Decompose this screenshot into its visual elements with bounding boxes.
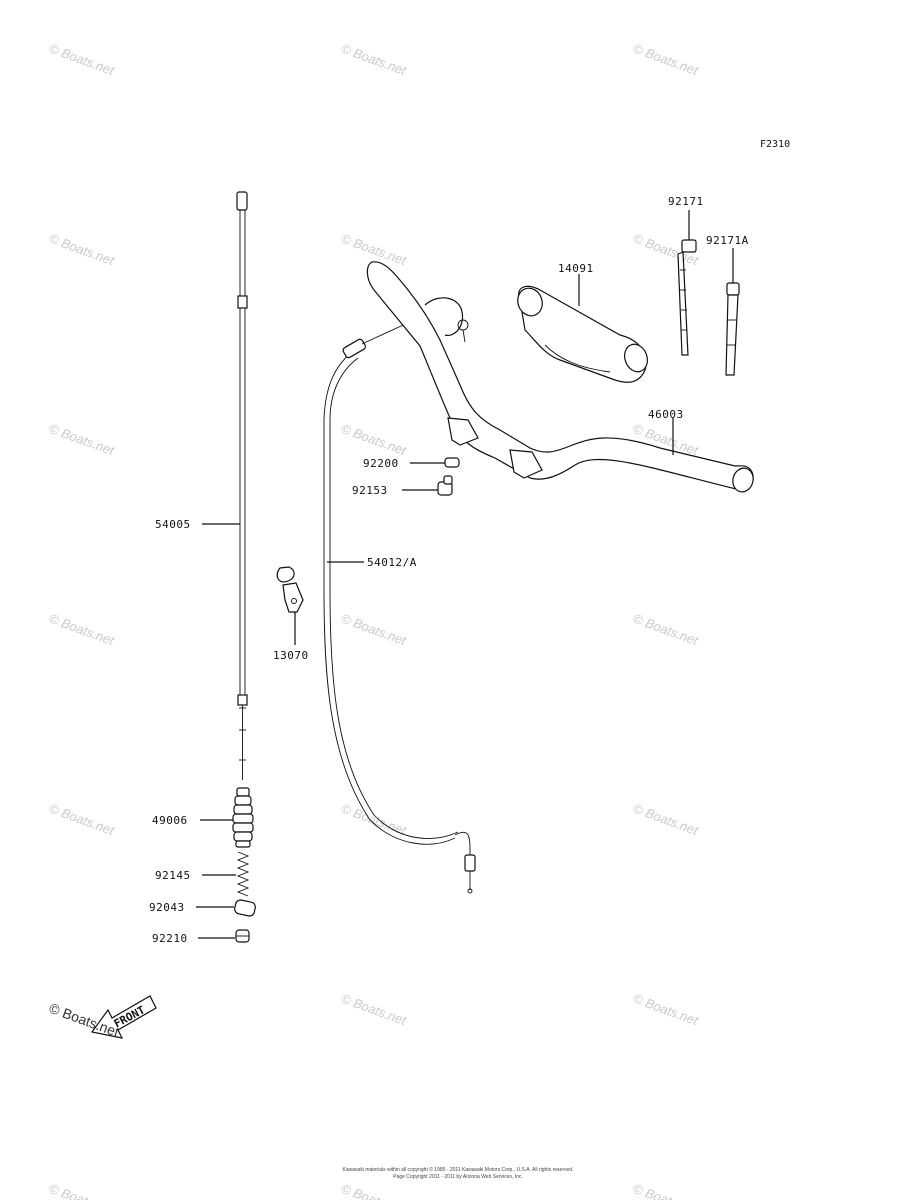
watermark: © Boats.net [631,41,701,79]
part-number-14091: 14091 [558,262,594,275]
part-number-54012A: 54012/A [367,556,417,569]
boats-net-logo: © Boats.net [47,1000,122,1040]
part-number-49006: 49006 [152,814,188,827]
part-callout-46003[interactable]: 46003 [648,408,684,455]
copyright-line-1: Kawasaki materials within all copyright … [343,1166,574,1173]
part-callout-54012A[interactable]: 54012/A [327,556,417,569]
part-callout-54005[interactable]: 54005 [155,518,240,531]
part-number-13070: 13070 [273,649,309,662]
watermark: © Boats.net [47,611,117,649]
part-callout-49006[interactable]: 49006 [152,814,233,827]
part-number-92171: 92171 [668,195,704,208]
watermark: © Boats.net [339,611,409,649]
part-callout-13070[interactable]: 13070 [273,612,309,662]
bolt-92153[interactable] [437,475,453,496]
boot-49006[interactable] [232,787,254,848]
watermark: © Boats.net [47,1181,117,1200]
watermark: © Boats.net [631,611,701,649]
watermark: © Boats.net [47,41,117,79]
throttle-cable-54005[interactable] [236,191,248,780]
watermark: © Boats.net [47,801,117,839]
bracket-13070[interactable] [276,566,304,613]
part-callout-14091[interactable]: 14091 [558,262,594,306]
part-number-92043: 92043 [149,901,185,914]
part-callout-92200[interactable]: 92200 [363,457,445,470]
part-callout-92145[interactable]: 92145 [155,869,236,882]
washer-92200[interactable] [444,457,460,468]
part-callout-92043[interactable]: 92043 [149,901,234,914]
part-number-54005: 54005 [155,518,191,531]
handlebar-46003[interactable] [366,261,755,494]
spring-92145[interactable] [236,851,250,897]
band-92171[interactable] [677,239,697,356]
part-number-92210: 92210 [152,932,188,945]
part-callout-92153[interactable]: 92153 [352,484,438,497]
part-number-92153: 92153 [352,484,388,497]
collar-92043[interactable] [234,899,256,917]
part-callout-92171A[interactable]: 92171A [706,234,749,283]
watermark: © Boats.net [339,991,409,1029]
part-number-92200: 92200 [363,457,399,470]
watermark: © Boats.net [631,991,701,1029]
part-number-46003: 46003 [648,408,684,421]
part-callout-92171[interactable]: 92171 [668,195,704,240]
watermark: © Boats.net [631,801,701,839]
part-callout-92210[interactable]: 92210 [152,932,235,945]
watermark: © Boats.net [47,231,117,269]
watermark: © Boats.net [631,1181,701,1200]
band-92171A[interactable] [725,282,740,376]
watermark: © Boats.net [339,1181,409,1200]
cable-54012A[interactable] [323,314,476,894]
watermark: © Boats.net [339,421,409,459]
copyright-line-2: Page Copyright 2011 - 2011 by Arizona We… [393,1174,523,1180]
watermark: © Boats.net [47,421,117,459]
part-number-92171A: 92171A [706,234,749,247]
part-number-92145: 92145 [155,869,191,882]
watermark: © Boats.net [339,41,409,79]
figure-code: F2310 [760,139,790,150]
nut-92210[interactable] [235,929,250,943]
watermark-layer: © Boats.net © Boats.net © Boats.net © Bo… [47,41,701,1200]
pad-14091[interactable] [514,285,651,383]
